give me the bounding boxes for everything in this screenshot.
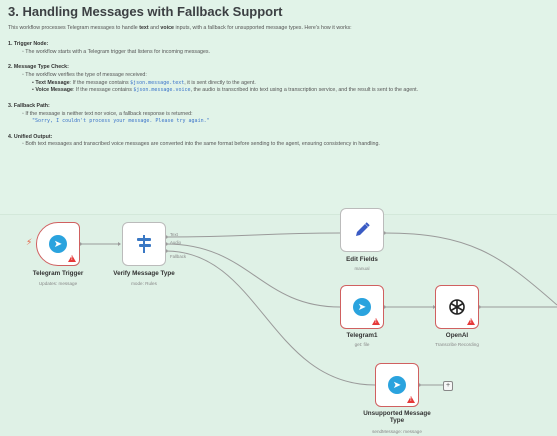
connection-fallback-unsupported bbox=[165, 250, 376, 386]
node-subtitle: get: file bbox=[354, 342, 370, 347]
telegram-icon: ➤ bbox=[388, 376, 406, 394]
connections bbox=[78, 231, 557, 387]
node-title: Verify Message Type bbox=[113, 270, 175, 277]
node-subtitle: manual bbox=[354, 266, 370, 271]
connection-text-editfields bbox=[165, 232, 341, 238]
warning-icon[interactable] bbox=[372, 318, 380, 325]
trigger-bolt-icon: ⚡ bbox=[26, 237, 33, 247]
telegram-icon: ➤ bbox=[49, 235, 67, 253]
fallback-message-code: "Sorry, I couldn't process your message.… bbox=[32, 118, 210, 125]
switch-icon bbox=[137, 235, 151, 253]
connection-audio-telegram1 bbox=[165, 243, 341, 308]
port-label-text: Text bbox=[170, 232, 178, 237]
node-subtitle: Transcribe Recording bbox=[435, 342, 479, 347]
note-section-output: 4. Unified Output: Both text messages an… bbox=[8, 134, 549, 149]
warning-icon[interactable] bbox=[68, 255, 76, 262]
node-telegram-trigger[interactable]: ➤ bbox=[36, 222, 80, 266]
node-subtitle: mode: Rules bbox=[131, 281, 157, 286]
node-title: Unsupported Message Type bbox=[363, 410, 431, 424]
warning-icon[interactable] bbox=[467, 318, 475, 325]
add-node-plus-button[interactable]: + bbox=[443, 381, 453, 391]
port-label-fallback: Fallback bbox=[170, 254, 187, 259]
note-section-type-check: 2. Message Type Check: The workflow veri… bbox=[8, 64, 549, 95]
node-title: OpenAI bbox=[445, 332, 469, 339]
openai-icon bbox=[449, 299, 465, 315]
node-title: Edit Fields bbox=[346, 256, 378, 263]
node-title: Telegram Trigger bbox=[32, 270, 84, 277]
node-subtitle: sendMessage: message bbox=[372, 429, 422, 434]
note-section-trigger: 1. Trigger Node: The workflow starts wit… bbox=[8, 41, 549, 56]
sticky-note: 3. Handling Messages with Fallback Suppo… bbox=[0, 0, 557, 215]
port-label-audio: Audio bbox=[170, 240, 181, 245]
node-telegram1[interactable]: ➤ bbox=[340, 285, 384, 329]
node-unsupported-message-type[interactable]: ➤ bbox=[375, 363, 419, 407]
node-verify-message-type[interactable] bbox=[122, 222, 166, 266]
note-text-message: Text Message: If the message contains $j… bbox=[8, 80, 549, 88]
note-section-fallback: 3. Fallback Path: If the message is neit… bbox=[8, 103, 549, 126]
note-title: 3. Handling Messages with Fallback Suppo… bbox=[8, 4, 283, 19]
pencil-icon bbox=[356, 222, 370, 236]
node-edit-fields[interactable] bbox=[340, 208, 384, 252]
warning-icon[interactable] bbox=[407, 396, 415, 403]
note-voice-message: Voice Message: If the message contains $… bbox=[8, 87, 549, 95]
telegram-icon: ➤ bbox=[353, 298, 371, 316]
connection-editfields-out bbox=[383, 232, 557, 306]
note-intro: This workflow processes Telegram message… bbox=[8, 25, 352, 31]
node-openai[interactable] bbox=[435, 285, 479, 329]
node-subtitle: Updates: message bbox=[38, 281, 78, 286]
node-title: Telegram1 bbox=[346, 332, 378, 339]
workflow-canvas[interactable]: ⚡ ➤ Telegram Trigger Updates: message Te… bbox=[0, 208, 557, 436]
